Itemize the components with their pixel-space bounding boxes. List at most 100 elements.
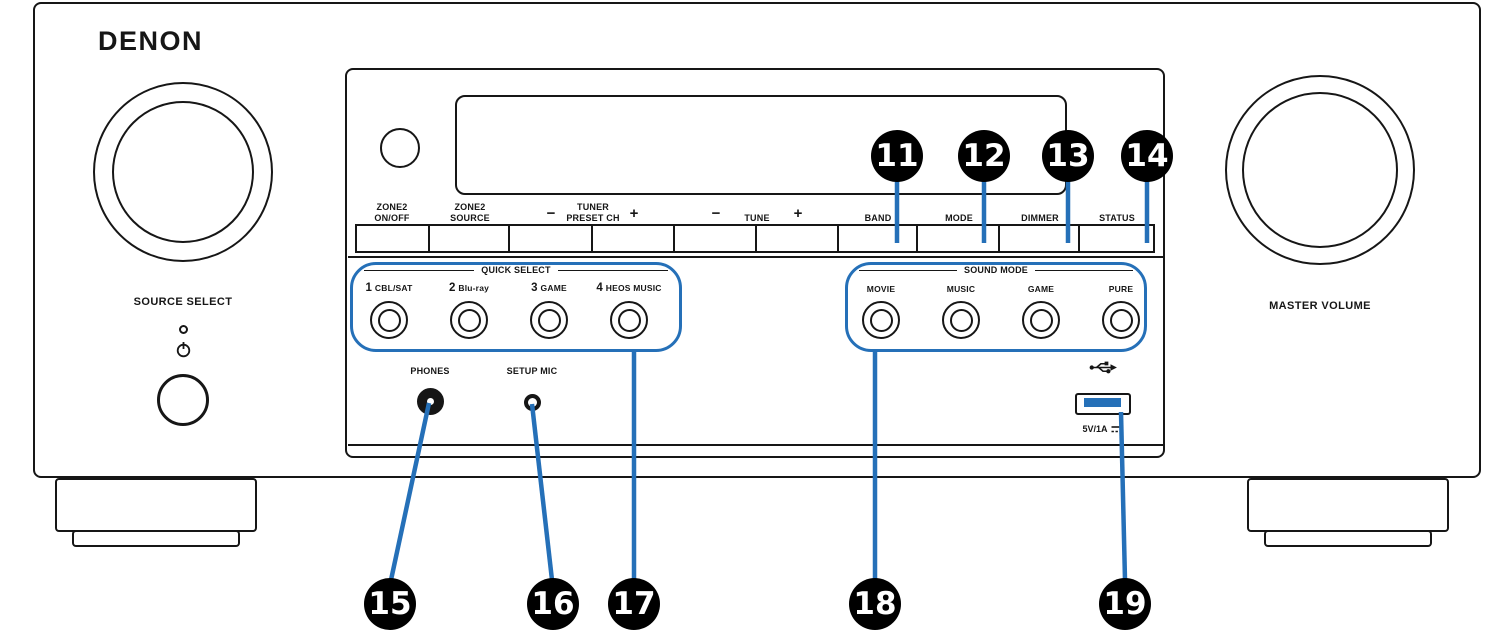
quick-select-2-num: 2	[448, 282, 456, 294]
quick-select-title-text: QUICK SELECT	[481, 265, 551, 275]
quick-select-knob-3[interactable]	[530, 301, 568, 339]
power-indicator-led	[179, 325, 188, 334]
quick-select-group-outline	[350, 262, 682, 352]
music-label-text: MUSIC	[946, 284, 976, 294]
callout-14: 14	[1121, 130, 1173, 182]
setup-mic-jack[interactable]	[524, 394, 541, 411]
tuner-preset-up-button[interactable]	[593, 226, 675, 251]
zone2-onoff-label: ZONE2 ON/OFF	[374, 202, 410, 223]
quick-select-4-num: 4	[596, 282, 603, 294]
mode-button[interactable]	[918, 226, 1000, 251]
quick-select-1-label: 1 CBL/SAT	[365, 282, 412, 294]
phones-label: PHONES	[410, 366, 450, 376]
callout-11: 11	[871, 130, 923, 182]
tune-down-button[interactable]	[675, 226, 757, 251]
pure-knob[interactable]	[1102, 301, 1140, 339]
callout-16: 16	[527, 578, 579, 630]
left-foot-base	[72, 530, 240, 547]
music-knob[interactable]	[942, 301, 980, 339]
zone2-source-label: ZONE2 SOURCE	[450, 202, 490, 223]
setup-mic-label: SETUP MIC	[506, 366, 558, 376]
sound-mode-group-outline	[845, 262, 1147, 352]
right-foot	[1247, 478, 1449, 532]
tuner-preset-down-label: −	[546, 205, 556, 222]
knob-cap	[457, 308, 481, 332]
source-select-label: SOURCE SELECT	[133, 296, 233, 308]
title-rule-right	[1035, 269, 1134, 271]
brand-logo: DENON	[98, 26, 204, 56]
band-button[interactable]	[839, 226, 918, 251]
power-button[interactable]	[157, 374, 209, 426]
movie-label: MOVIE	[867, 284, 895, 294]
quick-select-knob-4[interactable]	[610, 301, 648, 339]
dimmer-label: DIMMER	[1021, 213, 1059, 223]
knob-cap	[377, 308, 401, 332]
quick-select-3-name: GAME	[540, 283, 567, 293]
title-rule-left	[859, 269, 957, 271]
game-label-text: GAME	[1027, 284, 1055, 294]
phones-jack-hole	[427, 398, 434, 405]
title-rule-left	[364, 269, 475, 271]
quick-select-4-label: 4 HEOS MUSIC	[596, 282, 661, 294]
zone2-onoff-button[interactable]	[357, 226, 430, 251]
game-label: GAME	[1028, 284, 1054, 294]
panel-divider-top	[348, 256, 1163, 258]
tune-up-button[interactable]	[757, 226, 839, 251]
movie-knob[interactable]	[862, 301, 900, 339]
quick-select-1-name: CBL/SAT	[374, 283, 413, 293]
music-label: MUSIC	[947, 284, 975, 294]
callout-18: 18	[849, 578, 901, 630]
dimmer-button[interactable]	[1000, 226, 1080, 251]
tuner-preset-label: TUNER PRESET CH	[566, 202, 620, 223]
mode-label: MODE	[945, 213, 973, 223]
sound-mode-title: SOUND MODE	[859, 265, 1134, 275]
quick-select-title: QUICK SELECT	[364, 265, 668, 275]
tune-up-label: +	[793, 205, 803, 222]
control-strip	[355, 224, 1155, 253]
callout-17: 17	[608, 578, 660, 630]
title-rule-right	[557, 269, 668, 271]
quick-select-3-label: 3 GAME	[531, 282, 567, 294]
tuner-preset-up-label: +	[629, 205, 639, 222]
quick-select-4-name: HEOS MUSIC	[605, 283, 662, 293]
dc-symbol-icon	[1111, 425, 1123, 432]
knob-cap	[537, 308, 561, 332]
pure-label-text: PURE	[1108, 284, 1134, 294]
knob-cap	[617, 308, 641, 332]
tuner-preset-down-button[interactable]	[510, 226, 593, 251]
source-select-knob-inner	[112, 101, 254, 243]
usb-icon	[1089, 360, 1117, 380]
usb-power-label: 5V/1A	[1082, 424, 1123, 434]
game-knob[interactable]	[1022, 301, 1060, 339]
quick-select-2-name: Blu-ray	[458, 283, 490, 293]
right-foot-base	[1264, 530, 1432, 547]
quick-select-knob-1[interactable]	[370, 301, 408, 339]
zone2-source-button[interactable]	[430, 226, 510, 251]
quick-select-knob-2[interactable]	[450, 301, 488, 339]
quick-select-1-num: 1	[365, 282, 372, 294]
master-volume-label: MASTER VOLUME	[1269, 300, 1371, 312]
tune-down-label: −	[711, 205, 721, 222]
quick-select-2-label: 2 Blu-ray	[449, 282, 489, 294]
usb-port[interactable]	[1075, 393, 1131, 415]
status-button[interactable]	[1080, 226, 1153, 251]
sound-mode-title-text: SOUND MODE	[964, 265, 1029, 275]
callout-12: 12	[958, 130, 1010, 182]
master-volume-knob-inner	[1242, 92, 1398, 248]
remote-sensor	[380, 128, 420, 168]
callout-15: 15	[364, 578, 416, 630]
phones-jack[interactable]	[417, 388, 444, 415]
panel-divider-bottom	[348, 444, 1163, 446]
knob-cap	[1029, 308, 1053, 332]
knob-cap	[1109, 308, 1133, 332]
usb-power-text: 5V/1A	[1082, 424, 1108, 434]
knob-cap	[869, 308, 893, 332]
standby-power-icon	[175, 341, 192, 363]
band-label: BAND	[864, 213, 892, 223]
callout-13: 13	[1042, 130, 1094, 182]
callout-19: 19	[1099, 578, 1151, 630]
status-label: STATUS	[1099, 213, 1135, 223]
usb-port-tongue	[1084, 398, 1121, 407]
movie-label-text: MOVIE	[866, 284, 896, 294]
